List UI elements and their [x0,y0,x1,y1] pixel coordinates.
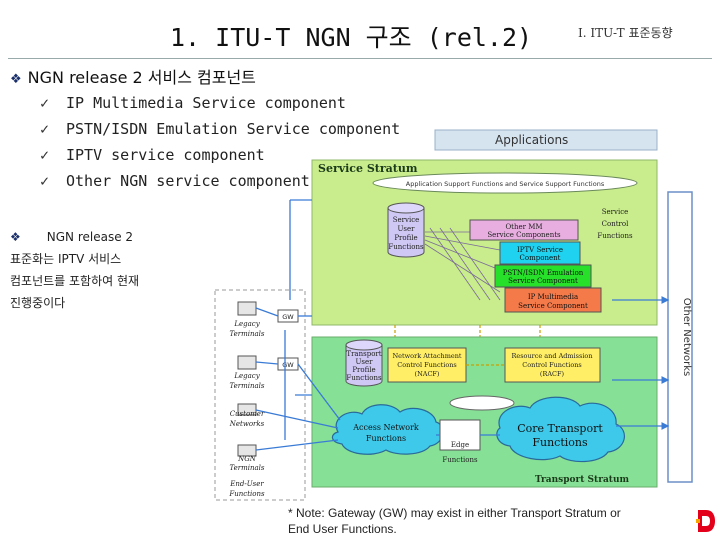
box-label-line: Component [520,254,561,262]
box-label-line: Resource and Admission [511,352,592,360]
section-heading-text: NGN release 2 서비스 컴포넌트 [27,68,256,87]
other-networks-label: Other Networks [681,298,692,377]
nacf-box [387,347,467,383]
box-label-line: Control Functions [397,361,457,369]
edge-label-line: Functions [442,456,478,464]
page-title: 1. ITU-T NGN 구조 (rel.2) [170,23,533,52]
ip-multimedia-box [504,287,602,313]
cloud-label-line: Core Transport [517,422,603,435]
list-item-text: IPTV service component [66,146,265,164]
cloud-label-line: Access Network [352,423,419,432]
diamond-bullet-icon: ❖ [10,230,21,244]
end-user-functions-panel [214,289,306,501]
list-item: ✓ PSTN/ISDN Emulation Service component [40,118,400,144]
gateway-label: GW [282,313,294,321]
box-label-line: IPTV Service [517,246,563,254]
note-paragraph: ❖NGN release 2 표준화는 IPTV 서비스 컴포넌트를 포함하여 … [10,226,170,314]
note-text: NGN release 2 표준화는 IPTV 서비스 컴포넌트를 포함하여 현… [10,230,140,310]
diamond-bullet-icon: ❖ [10,72,22,87]
db-label-line: Profile [352,366,375,374]
db-label-line: Transport [346,350,381,358]
list-item: ✓ IP Multimedia Service component [40,92,400,118]
terminal-label-line: Legacy [233,320,260,328]
db-label-line: Functions [346,374,382,382]
check-icon: ✓ [40,172,50,190]
terminal-icons [237,301,257,457]
connection-lines [255,199,670,451]
terminal-label-line: Terminals [229,330,264,338]
list-item: ✓ Other NGN service component [40,170,400,196]
box-label-line: Network Attachment [392,352,461,360]
core-transport-cloud [496,396,625,463]
check-icon: ✓ [40,94,50,112]
db-label-line: Functions [388,243,424,251]
service-control-line: Control [602,220,629,228]
component-list: ✓ IP Multimedia Service component ✓ PSTN/I… [40,92,400,196]
terminal-label-line: Networks [229,420,265,428]
support-functions-ellipse [372,172,638,194]
section-label: I. ITU-T 표준동향 [578,26,673,40]
service-control-line: Service [602,208,629,216]
edge-label-line: Edge [451,441,469,449]
db-label-line: User [356,358,374,366]
title-divider [8,58,712,59]
list-item: ✓ IPTV service component [40,144,400,170]
other-networks-bar [667,191,693,483]
service-user-profile-db [387,202,425,214]
transport-user-profile-db [345,339,383,351]
terminal-label-line: NGN [237,455,257,463]
service-stratum-label: Service Stratum [318,162,418,175]
db-label-line: Service [393,216,420,224]
box-label-line: (NACF) [415,370,440,378]
applications-label: Applications [495,133,568,147]
footnote-line: * Note: Gateway (GW) may exist in either… [288,506,621,520]
db-label-line: Profile [394,234,417,242]
cloud-label-line: Functions [532,436,588,449]
terminal-label-line: End-User [229,480,264,488]
pstn-emulation-box [494,264,592,288]
interconnect-mesh [424,227,501,301]
box-label-line: (RACF) [540,370,565,378]
terminal-label-line: Terminals [229,464,264,472]
box-label-line: Service Component [518,302,588,310]
list-item-text: Other NGN service component [66,172,310,190]
transport-stratum-label: Transport Stratum [535,475,629,485]
box-label-line: Service Component [508,277,578,285]
section-heading: ❖ NGN release 2 서비스 컴포넌트 [10,64,256,88]
check-icon: ✓ [40,120,50,138]
box-label-line: IP Multimedia [528,293,578,301]
list-item-text: PSTN/ISDN Emulation Service component [66,120,401,138]
box-label-line: Other MM [505,223,542,231]
corner-logo-icon [696,510,715,532]
other-mm-service-box [469,219,579,241]
applications-box [434,129,658,151]
db-label-line: User [398,225,416,233]
box-label-line: Control Functions [522,361,582,369]
terminal-label-line: Legacy [233,372,260,380]
iptv-service-box [499,241,581,265]
check-icon: ✓ [40,146,50,164]
gateway-label: GW [282,361,294,369]
terminal-label-line: Terminals [229,382,264,390]
cloud-label-line: Functions [366,434,406,443]
terminal-label-line: Functions [228,490,265,498]
service-control-line: Functions [597,232,633,240]
terminal-label-line: Customer [230,410,265,418]
list-item-text: IP Multimedia Service component [66,94,346,112]
footnote-line: End User Functions. [288,522,397,536]
support-functions-label: Application Support Functions and Servic… [406,180,605,188]
box-label-line: Service Components [487,231,561,239]
racf-box [504,347,601,383]
box-label-line: PSTN/ISDN Emulation [503,269,584,277]
control-ellipse [449,395,515,411]
